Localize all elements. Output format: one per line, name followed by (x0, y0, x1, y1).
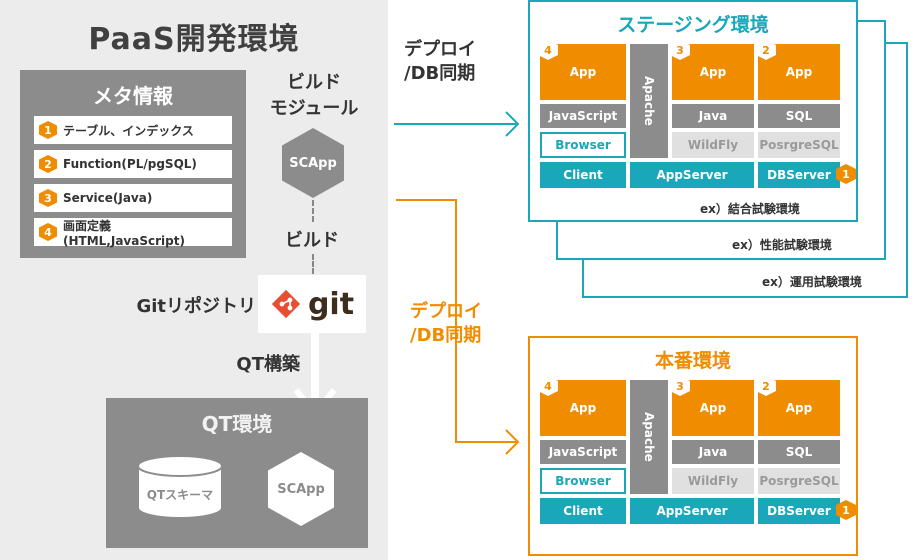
git-logo-text: git (307, 286, 355, 322)
badge-3: 3 (670, 40, 690, 60)
number-badge: 4 (39, 223, 57, 241)
deploy-arrows (394, 111, 520, 455)
java-cell: Java (672, 104, 754, 128)
client-cell: Client (540, 498, 626, 524)
ex-operations-label: ex）運用試験環境 (762, 275, 862, 289)
dbserver-cell: DBServer (758, 498, 840, 524)
client-cell: Client (540, 162, 626, 188)
badge-1: 1 (836, 164, 856, 184)
meta-item-label: Service(Java) (63, 191, 153, 205)
java-cell: Java (672, 440, 754, 464)
client-app-cell: App (540, 44, 626, 100)
build-module-label: ビルド モジュール (254, 70, 374, 122)
number-badge: 1 (39, 121, 57, 139)
apache-cell: Apache (630, 380, 668, 494)
javascript-cell: JavaScript (540, 104, 626, 128)
meta-info-box: メタ情報 1 テーブル、インデックス 2 Function(PL/pgSQL) … (20, 70, 246, 258)
number-badge: 2 (39, 155, 57, 173)
deploy-line1: デプロイ (410, 301, 482, 322)
apache-label: Apache (642, 412, 656, 462)
qt-build-label: QT構築 (236, 354, 300, 375)
postgresql-cell: PosrgreSQL (758, 132, 840, 158)
postgresql-cell: PosrgreSQL (758, 468, 840, 494)
qt-environment-title: QT環境 (201, 412, 273, 436)
meta-item: 4 画面定義(HTML,JavaScript) (34, 218, 232, 248)
git-connector (312, 254, 314, 274)
meta-item-label: 画面定義(HTML,JavaScript) (63, 218, 185, 248)
build-module-line1: ビルド (287, 72, 341, 93)
git-repo-label: Gitリポジトリ (136, 296, 256, 317)
build-connector (312, 200, 314, 222)
dbserver-cell: DBServer (758, 162, 840, 188)
appserver-cell: AppServer (630, 498, 754, 524)
qt-scapp-icon: SCApp (268, 452, 334, 526)
meta-item: 1 テーブル、インデックス (34, 116, 232, 144)
apache-label: Apache (642, 76, 656, 126)
build-label: ビルド (285, 230, 339, 251)
staging-stack: App JavaScript Browser Client Apache App… (538, 40, 856, 190)
meta-item-label: Function(PL/pgSQL) (63, 157, 197, 171)
deploy-label-staging: デプロイ /DB同期 (404, 38, 476, 86)
ex-integration-label: ex）結合試験環境 (700, 202, 800, 216)
production-title: 本番環境 (654, 350, 731, 372)
wildfly-cell: WildFly (672, 468, 754, 494)
meta-item-label: テーブル、インデックス (63, 123, 194, 138)
javascript-cell: JavaScript (540, 440, 626, 464)
meta-item: 3 Service(Java) (34, 184, 232, 212)
database-icon (137, 455, 223, 519)
page-title: PaaS開発環境 (88, 22, 300, 57)
browser-cell: Browser (540, 468, 626, 494)
ex-performance-label: ex）性能試験環境 (732, 238, 832, 252)
badge-2: 2 (756, 40, 776, 60)
deploy-line1: デプロイ (404, 39, 476, 60)
badge-1: 1 (836, 500, 856, 520)
number-badge: 3 (39, 189, 57, 207)
qt-schema-label: QTスキーマ (146, 488, 214, 502)
browser-cell: Browser (540, 132, 626, 158)
apache-cell: Apache (630, 44, 668, 158)
meta-info-title: メタ情報 (93, 84, 173, 108)
badge-2: 2 (756, 376, 776, 396)
deploy-label-production: デプロイ /DB同期 (410, 300, 482, 348)
qt-environment-box: QT環境 QTスキーマ SCApp (106, 398, 368, 548)
git-logo-box: git (258, 275, 366, 333)
badge-3: 3 (670, 376, 690, 396)
appserver-cell: AppServer (630, 162, 754, 188)
sql-cell: SQL (758, 440, 840, 464)
deploy-line2: /DB同期 (404, 63, 476, 84)
production-stack: App JavaScript Browser Client Apache App… (538, 376, 856, 526)
git-logo-icon (271, 289, 301, 319)
build-module-line2: モジュール (269, 98, 359, 119)
meta-item: 2 Function(PL/pgSQL) (34, 150, 232, 178)
scapp-module-icon: SCApp (282, 128, 344, 198)
staging-title: ステージング環境 (617, 14, 769, 36)
wildfly-cell: WildFly (672, 132, 754, 158)
badge-4: 4 (538, 376, 558, 396)
sql-cell: SQL (758, 104, 840, 128)
deploy-line2: /DB同期 (410, 325, 482, 346)
badge-4: 4 (538, 40, 558, 60)
